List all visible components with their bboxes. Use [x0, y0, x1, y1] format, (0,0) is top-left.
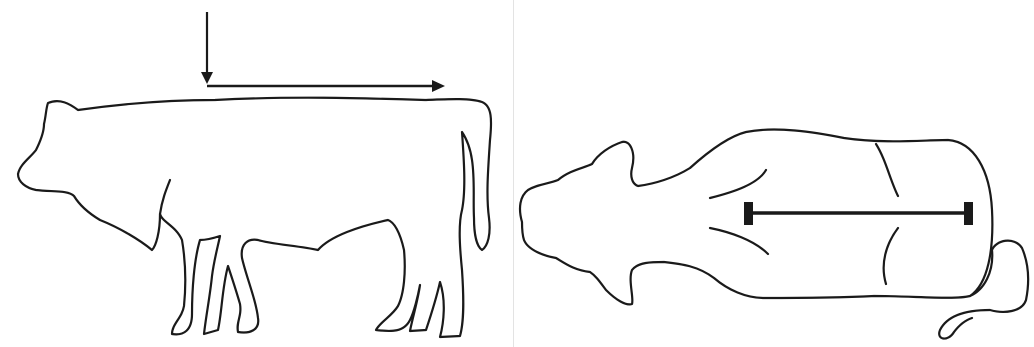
- cow-side-shoulder-line: [160, 180, 170, 214]
- width-bar: [744, 202, 973, 225]
- right-arrow: [207, 80, 445, 92]
- cow-top-hip-lower: [884, 228, 898, 284]
- cow-side-outline: [18, 98, 491, 337]
- cow-tail: [939, 241, 1028, 339]
- side-view-panel: [0, 0, 513, 347]
- down-arrow: [201, 12, 213, 84]
- top-view-panel: [514, 0, 1034, 347]
- cow-top-outline: [520, 130, 992, 305]
- cow-top-hip-upper: [876, 144, 898, 196]
- top-view-svg: [514, 0, 1034, 347]
- cow-top-shoulder-left-upper: [710, 170, 766, 198]
- cow-top-shoulder-left-lower: [710, 228, 768, 254]
- side-view-svg: [0, 0, 513, 347]
